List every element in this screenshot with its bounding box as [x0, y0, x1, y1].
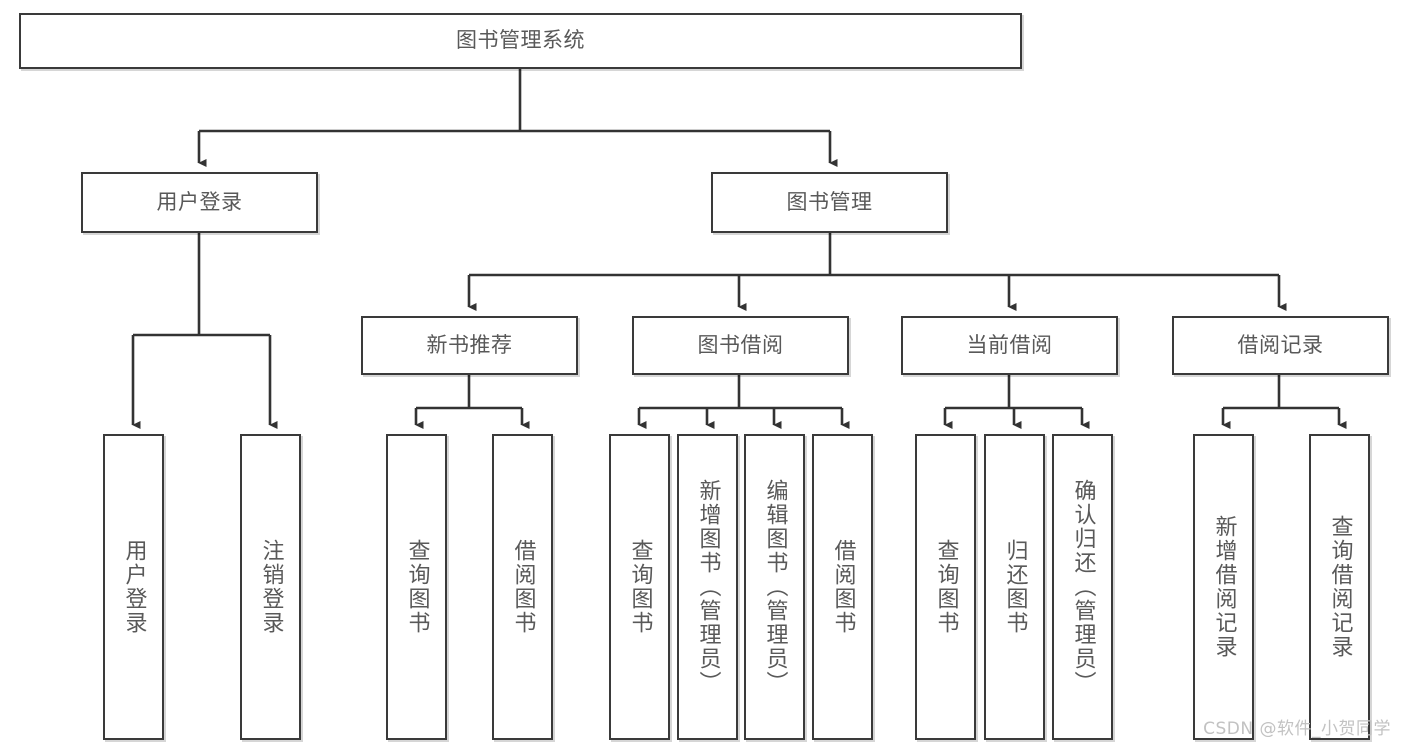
leaf-user-login[interactable]: 用户登录: [103, 434, 164, 740]
leaf-return-book[interactable]: 归还图书: [984, 434, 1045, 740]
node-label: 新书推荐: [426, 332, 513, 357]
node-label: 用户登录: [121, 539, 147, 635]
leaf-edit-book[interactable]: 编辑图书（管理员）: [744, 434, 805, 740]
leaf-add-book[interactable]: 新增图书（管理员）: [677, 434, 738, 740]
node-book-borrow[interactable]: 图书借阅: [632, 316, 849, 375]
leaf-query-book-borrow[interactable]: 查询图书: [609, 434, 670, 740]
leaf-query-borrow-record[interactable]: 查询借阅记录: [1309, 434, 1370, 740]
node-label: 借阅图书: [510, 539, 536, 635]
node-label: 当前借阅: [966, 332, 1053, 357]
node-label: 查询借阅记录: [1327, 515, 1353, 659]
node-new-book-recommend[interactable]: 新书推荐: [361, 316, 578, 375]
node-label: 新增借阅记录: [1211, 515, 1237, 659]
node-label: 借阅记录: [1237, 332, 1324, 357]
node-label: 借阅图书: [830, 539, 856, 635]
node-root-system[interactable]: 图书管理系统: [19, 13, 1022, 69]
node-label: 查询图书: [933, 539, 959, 635]
node-label: 查询图书: [627, 539, 653, 635]
node-label: 归还图书: [1002, 539, 1028, 635]
node-label: 用户登录: [156, 189, 243, 214]
node-label: 编辑图书（管理员）: [762, 479, 788, 695]
node-label: 图书管理: [786, 189, 873, 214]
leaf-confirm-return[interactable]: 确认归还（管理员）: [1052, 434, 1113, 740]
leaf-borrow-book-recommend[interactable]: 借阅图书: [492, 434, 553, 740]
leaf-borrow-book[interactable]: 借阅图书: [812, 434, 873, 740]
leaf-query-book-recommend[interactable]: 查询图书: [386, 434, 447, 740]
node-label: 图书管理系统: [456, 28, 585, 53]
leaf-query-book-current[interactable]: 查询图书: [915, 434, 976, 740]
node-label: 新增图书（管理员）: [695, 479, 721, 695]
leaf-add-borrow-record[interactable]: 新增借阅记录: [1193, 434, 1254, 740]
node-book-manage[interactable]: 图书管理: [711, 172, 948, 233]
node-label: 注销登录: [258, 539, 284, 635]
node-label: 图书借阅: [697, 332, 784, 357]
node-borrow-record[interactable]: 借阅记录: [1172, 316, 1389, 375]
leaf-logout-login[interactable]: 注销登录: [240, 434, 301, 740]
node-label: 确认归还（管理员）: [1070, 479, 1096, 695]
node-user-login[interactable]: 用户登录: [81, 172, 318, 233]
node-label: 查询图书: [404, 539, 430, 635]
node-current-borrow[interactable]: 当前借阅: [901, 316, 1118, 375]
csdn-watermark: CSDN @软件_小贺同学: [1203, 719, 1391, 739]
